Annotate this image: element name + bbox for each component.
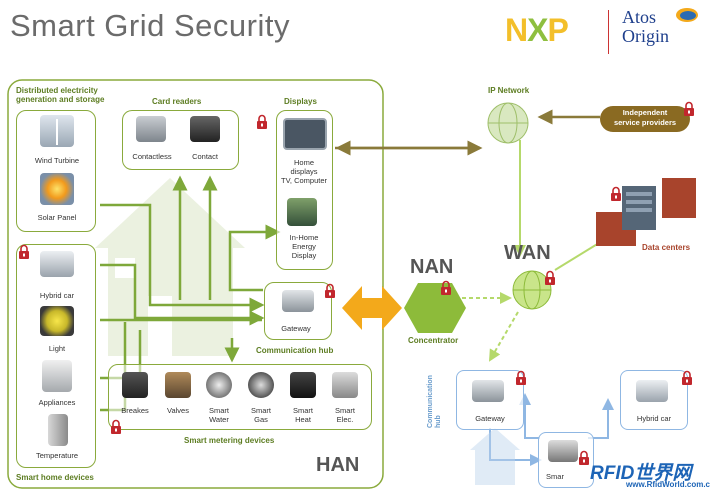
water-meter-icon — [206, 372, 232, 398]
light-label: Light — [48, 344, 66, 353]
han-nan-arrow — [342, 286, 402, 330]
smart-water-label: Smart Water — [208, 406, 229, 424]
heat-meter-icon — [290, 372, 316, 398]
data-centers-label: Data centers — [642, 243, 691, 252]
contactless-reader-icon — [136, 116, 166, 142]
han-label: HAN — [316, 454, 360, 476]
appliances-label: Appliances — [38, 398, 76, 407]
ip-network-label: IP Network — [488, 86, 530, 95]
nan-label: NAN — [410, 256, 454, 278]
communication-hub-label: Communication hub — [256, 346, 334, 355]
han-boundary — [7, 79, 384, 489]
padlock-icon — [578, 450, 590, 466]
smart-metering-box — [108, 364, 372, 430]
concentrator-label: Concentrator — [408, 336, 459, 345]
rfid-watermark: RFID世界网 — [590, 463, 692, 484]
light-bulb-icon — [40, 306, 74, 336]
valves-label: Valves — [167, 406, 189, 415]
atos-origin-logo: Atos Origin — [622, 8, 669, 46]
wind-turbine-label: Wind Turbine — [34, 156, 80, 165]
padlock-icon — [610, 186, 622, 202]
in-home-display-label: In-Home Energy Display — [289, 233, 319, 260]
hybrid-car-label: Hybrid car — [39, 291, 75, 300]
displays-label: Displays — [284, 97, 317, 106]
distributed-generation-label: Distributed electricity generation and s… — [16, 86, 105, 104]
valve-icon — [165, 372, 191, 398]
smart-metering-label: Smart metering devices — [184, 436, 275, 445]
smart-meter2-icon — [548, 440, 578, 462]
logo-divider — [608, 10, 609, 54]
padlock-icon — [18, 244, 30, 260]
padlock-icon — [683, 101, 695, 117]
smart-meter2-label: Smar — [546, 472, 564, 481]
turbine-pole — [56, 119, 58, 145]
padlock-icon — [324, 283, 336, 299]
padlock-icon — [110, 419, 122, 435]
gateway-label: Gateway — [281, 324, 311, 333]
temperature-label: Temperature — [35, 451, 79, 460]
card-readers-label: Card readers — [152, 97, 202, 106]
breakes-label: Breakes — [121, 406, 149, 415]
home-displays-label: Home displays TV, Computer — [281, 158, 327, 185]
comm-hub-vertical-label: Communication hub — [427, 375, 442, 428]
padlock-icon — [256, 114, 268, 130]
hybrid2-label: Hybrid car — [636, 414, 672, 423]
atos-line2: Origin — [622, 26, 669, 46]
concentrator-hexagon — [404, 283, 466, 333]
padlock-icon — [440, 280, 452, 296]
thermometer-icon — [48, 414, 68, 446]
isp-badge — [600, 106, 690, 132]
contact-label: Contact — [192, 152, 218, 161]
gateway-router-icon — [282, 290, 314, 312]
nxp-logo: NXP — [505, 12, 569, 48]
smart-heat-label: Smart Heat — [292, 406, 313, 424]
gateway2-label: Gateway — [475, 414, 505, 423]
padlock-icon — [544, 270, 556, 286]
smart-home-label: Smart home devices — [16, 473, 94, 482]
gateway2-router-icon — [472, 380, 504, 402]
in-home-display-icon — [287, 198, 317, 226]
smart-elec-label: Smart Elec. — [334, 406, 355, 424]
hybrid2-car-icon — [636, 380, 668, 402]
solar-panel-icon — [40, 173, 74, 205]
breaker-icon — [122, 372, 148, 398]
atos-line1: Atos — [622, 7, 657, 27]
appliance-icon — [42, 360, 72, 392]
small-house — [470, 428, 520, 485]
solar-panel-label: Solar Panel — [37, 213, 77, 222]
contactless-label: Contactless — [132, 152, 172, 161]
isp-label: Independent service providers — [613, 108, 677, 127]
tv-computer-icon — [283, 118, 327, 150]
rfid-watermark-url: www.RfidWorld.com.cn — [626, 480, 710, 489]
padlock-icon — [681, 370, 693, 386]
wan-label: WAN — [504, 242, 551, 264]
page-title: Smart Grid Security — [10, 8, 290, 43]
padlock-icon — [515, 370, 527, 386]
hybrid-car-icon — [40, 251, 74, 277]
atos-fish-inner-icon — [680, 11, 696, 20]
data-center-icon — [596, 178, 696, 246]
contact-reader-icon — [190, 116, 220, 142]
gas-meter-icon — [248, 372, 274, 398]
elec-meter-icon — [332, 372, 358, 398]
smart-gas-label: Smart Gas — [250, 406, 271, 424]
